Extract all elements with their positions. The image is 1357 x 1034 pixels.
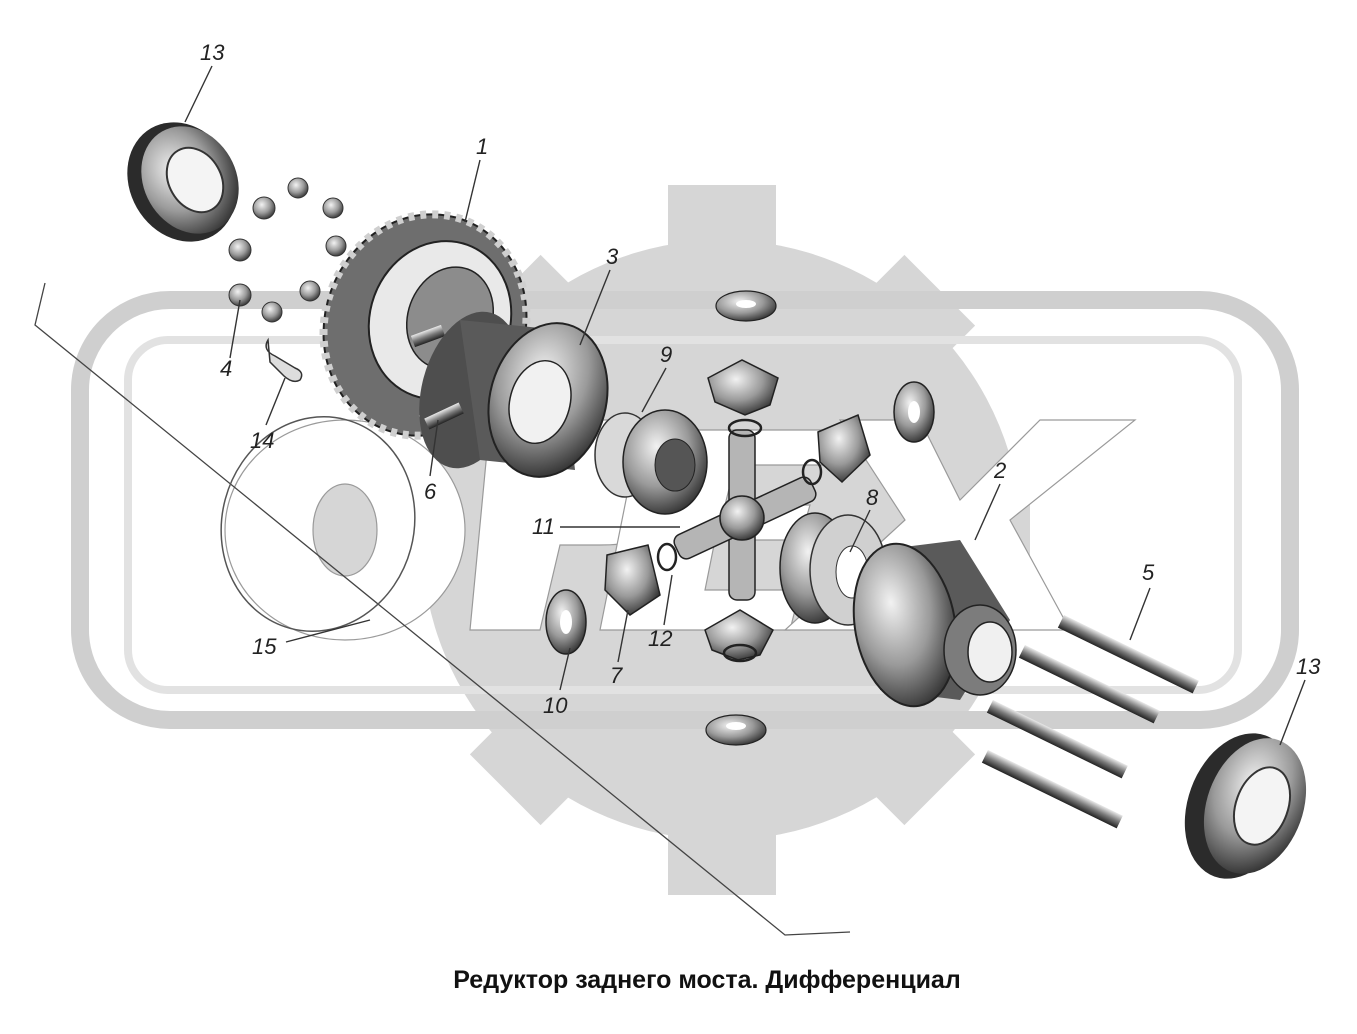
- callout-4: 4: [220, 356, 232, 381]
- part-13-bearing-bottom: [1184, 733, 1307, 879]
- callout-2: 2: [993, 458, 1006, 483]
- part-11-spider-cross: [673, 429, 817, 601]
- callout-7: 7: [610, 663, 623, 688]
- diagram-caption: Редуктор заднего моста. Дифференциал: [453, 966, 961, 994]
- callout-13-bottom: 13: [1296, 654, 1321, 679]
- callout-15: 15: [252, 634, 277, 659]
- watermark-frame: [71, 291, 1299, 729]
- callout-14: 14: [250, 428, 274, 453]
- callout-8: 8: [866, 485, 879, 510]
- callout-3: 3: [606, 244, 619, 269]
- part-9-side-gear: [594, 409, 708, 515]
- callout-11: 11: [532, 514, 555, 539]
- satellite-gears: [604, 359, 871, 661]
- part-15-gasket: [220, 416, 416, 632]
- callout-6: 6: [424, 479, 437, 504]
- leader-line-15: [34, 282, 851, 936]
- part-3-diff-housing: [419, 311, 609, 478]
- part-12-rings: [656, 418, 823, 663]
- part-6-bolt: [424, 402, 464, 430]
- part-5-bolts: [981, 615, 1199, 829]
- callout-1: 1: [476, 134, 488, 159]
- part-14-lock-plate: [265, 337, 303, 383]
- part-2-diff-housing: [852, 540, 1017, 708]
- part-13-bearing-top: [127, 122, 239, 242]
- callout-10: 10: [543, 693, 568, 718]
- part-4-nuts: [228, 177, 347, 323]
- callout-5: 5: [1142, 560, 1155, 585]
- callout-13-top: 13: [200, 40, 225, 65]
- callout-12: 12: [648, 626, 672, 651]
- callout-9: 9: [660, 342, 672, 367]
- leader-lines: [184, 65, 1306, 746]
